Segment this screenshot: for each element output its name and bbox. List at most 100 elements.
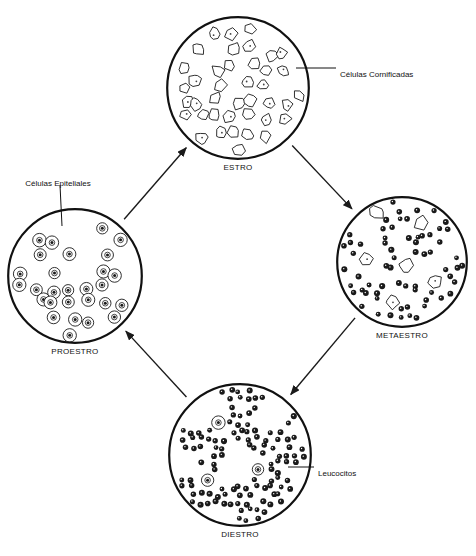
cycle-arrow bbox=[292, 145, 352, 208]
leukocyte bbox=[229, 387, 235, 393]
leukocyte-highlight bbox=[208, 492, 209, 493]
leukocyte-highlight bbox=[414, 251, 415, 252]
cell-nucleus bbox=[87, 321, 90, 324]
cycle-arrow bbox=[291, 318, 355, 395]
cell-nucleus bbox=[38, 239, 41, 242]
leukocyte-highlight bbox=[246, 430, 247, 431]
epithelial-cell bbox=[34, 249, 46, 261]
leukocyte-highlight bbox=[270, 463, 271, 464]
cornified-cell bbox=[212, 66, 225, 78]
leukocyte bbox=[199, 434, 204, 439]
leukocyte bbox=[407, 313, 412, 318]
leukocyte-highlight bbox=[221, 454, 222, 455]
leukocyte-highlight bbox=[425, 299, 426, 300]
leukocyte-highlight bbox=[429, 233, 430, 234]
epithelial-cell bbox=[100, 298, 111, 309]
cell-nucleus bbox=[106, 253, 109, 256]
cell-nucleus-ring bbox=[17, 271, 23, 277]
leukocyte-highlight bbox=[417, 236, 418, 237]
epithelial-cell bbox=[62, 296, 74, 308]
leukocyte-highlight bbox=[240, 509, 241, 510]
leukocyte-highlight bbox=[233, 432, 234, 433]
cell-nucleus-ring bbox=[85, 320, 91, 326]
leukocyte-highlight bbox=[214, 500, 215, 501]
leukocyte-highlight bbox=[246, 503, 247, 504]
leukocyte-highlight bbox=[263, 511, 264, 512]
leukocyte-highlight bbox=[239, 396, 240, 397]
cell-label: Leucocitos bbox=[318, 469, 356, 478]
leukocyte bbox=[341, 266, 347, 272]
cell-nucleus bbox=[50, 241, 53, 244]
leukocyte-highlight bbox=[232, 414, 233, 415]
cell-nucleus-ring bbox=[51, 290, 57, 296]
epithelial-cell bbox=[49, 267, 60, 278]
cell-nucleus-ring bbox=[65, 287, 71, 293]
leukocyte bbox=[269, 462, 274, 467]
leukocyte-highlight bbox=[213, 468, 214, 469]
leukocyte bbox=[198, 459, 204, 465]
leukocyte-highlight bbox=[377, 313, 378, 314]
leukocyte-highlight bbox=[280, 500, 281, 501]
leukocyte bbox=[269, 466, 275, 472]
leukocyte-highlight bbox=[279, 431, 280, 432]
leukocyte-highlight bbox=[446, 228, 447, 229]
leukocyte bbox=[447, 291, 453, 297]
leukocyte-highlight bbox=[393, 256, 394, 257]
leukocyte bbox=[428, 250, 433, 255]
epithelial-cell bbox=[82, 293, 95, 306]
leukocyte-highlight bbox=[382, 227, 383, 228]
epithelial-cell bbox=[114, 233, 127, 246]
leukocyte-highlight bbox=[248, 412, 249, 413]
cell-speck bbox=[230, 33, 232, 35]
leukocyte-highlight bbox=[223, 502, 224, 503]
leukocyte-highlight bbox=[236, 502, 237, 503]
leukocyte bbox=[287, 444, 293, 450]
cornified-cell bbox=[223, 110, 235, 122]
leukocyte-highlight bbox=[206, 502, 207, 503]
leukocyte bbox=[267, 483, 273, 489]
cell-nucleus-ring bbox=[205, 477, 211, 483]
leukocyte-highlight bbox=[361, 305, 362, 306]
leukocyte bbox=[190, 435, 195, 440]
leukocyte-highlight bbox=[406, 306, 407, 307]
cell-speck bbox=[249, 45, 251, 47]
leukocyte bbox=[398, 216, 403, 221]
cell-nucleus bbox=[119, 238, 122, 241]
leukocyte bbox=[358, 241, 363, 246]
cornified-cell bbox=[263, 98, 275, 109]
cornified-cell bbox=[257, 80, 269, 89]
leukocyte-highlight bbox=[449, 292, 450, 293]
cornified-cell bbox=[189, 75, 202, 86]
cell-nucleus bbox=[217, 421, 220, 424]
cell-nucleus-ring bbox=[49, 240, 55, 246]
leukocyte-highlight bbox=[389, 266, 390, 267]
leukocyte-highlight bbox=[199, 445, 200, 446]
cornified-cell bbox=[228, 43, 239, 55]
cell-nucleus-ring bbox=[66, 299, 72, 305]
leukocyte-highlight bbox=[256, 436, 257, 437]
leukocyte bbox=[275, 475, 280, 480]
epithelial-cell bbox=[96, 279, 108, 291]
leukocyte-highlight bbox=[361, 289, 362, 290]
leukocyte-highlight bbox=[189, 479, 190, 480]
leukocyte bbox=[262, 485, 268, 491]
leukocyte bbox=[252, 428, 258, 434]
cell-speck bbox=[187, 101, 189, 103]
leukocyte-highlight bbox=[254, 429, 255, 430]
cell-nucleus bbox=[68, 253, 71, 256]
leukocyte-highlight bbox=[414, 288, 415, 289]
leukocyte-highlight bbox=[349, 241, 350, 242]
cell-nucleus bbox=[257, 468, 260, 471]
leukocyte-highlight bbox=[421, 235, 422, 236]
leukocyte bbox=[387, 312, 393, 318]
cell-speck bbox=[279, 51, 281, 53]
cornified-cell bbox=[243, 39, 256, 51]
leukocyte-highlight bbox=[269, 503, 270, 504]
cell-nucleus-ring bbox=[118, 237, 124, 243]
leukocyte-highlight bbox=[415, 241, 416, 242]
leukocyte-highlight bbox=[444, 268, 445, 269]
leukocyte-highlight bbox=[254, 397, 255, 398]
leukocyte bbox=[260, 395, 265, 400]
cell-nucleus-ring bbox=[17, 282, 23, 288]
